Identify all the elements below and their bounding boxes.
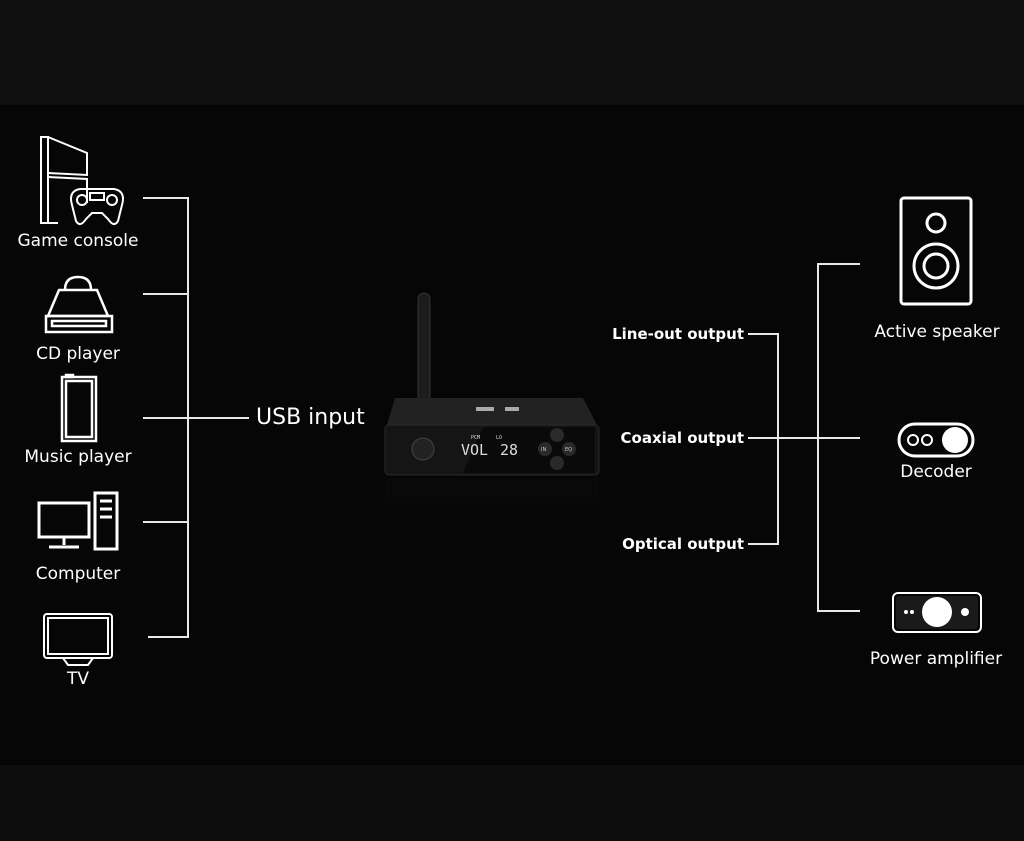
connector-line (143, 417, 189, 419)
connector-line (148, 636, 189, 638)
music-player-icon (60, 373, 98, 443)
power-amplifier-icon (892, 592, 982, 633)
bottom-band (0, 765, 1024, 841)
display-vol: VOL (461, 441, 488, 459)
connector-line (817, 610, 860, 612)
output-type-optical: Optical output (622, 535, 744, 553)
computer-icon (37, 491, 119, 551)
connector-line (748, 543, 779, 545)
target-label-decoder: Decoder (900, 462, 972, 482)
source-label-cd-player: CD player (36, 344, 120, 364)
tv-icon (43, 613, 113, 666)
connector-line (748, 437, 779, 439)
speaker-icon (899, 196, 973, 306)
connector-line (817, 437, 860, 439)
usb-input-label: USB input (256, 405, 365, 430)
connector-line (143, 293, 189, 295)
source-label-game-console: Game console (17, 231, 139, 251)
top-band (0, 0, 1024, 105)
connector-line (187, 417, 249, 419)
display-lo: LO (496, 435, 502, 441)
connector-bus (777, 333, 779, 545)
output-type-line-out: Line-out output (612, 325, 744, 343)
game-console-icon (40, 136, 124, 225)
button-in: IN (541, 447, 546, 453)
display-pcm: PCM (471, 435, 480, 441)
source-label-computer: Computer (35, 564, 121, 584)
connector-line (143, 521, 189, 523)
source-label-music-player: Music player (24, 447, 132, 467)
antenna (417, 292, 431, 404)
connector-line (143, 197, 189, 199)
target-label-power-amplifier: Power amplifier (869, 649, 1003, 669)
source-label-tv: TV (66, 669, 90, 689)
output-type-coaxial: Coaxial output (620, 429, 744, 447)
connector-line (777, 437, 819, 439)
cd-player-icon (44, 275, 114, 334)
decoder-icon (897, 422, 975, 458)
button-eq: EQ (565, 447, 572, 453)
dac-device: PCM VOL LO 28 IN EQ (384, 292, 600, 503)
connector-line (748, 333, 779, 335)
connector-line (817, 263, 860, 265)
display-value: 28 (500, 441, 518, 459)
target-label-active-speaker: Active speaker (874, 322, 1000, 342)
